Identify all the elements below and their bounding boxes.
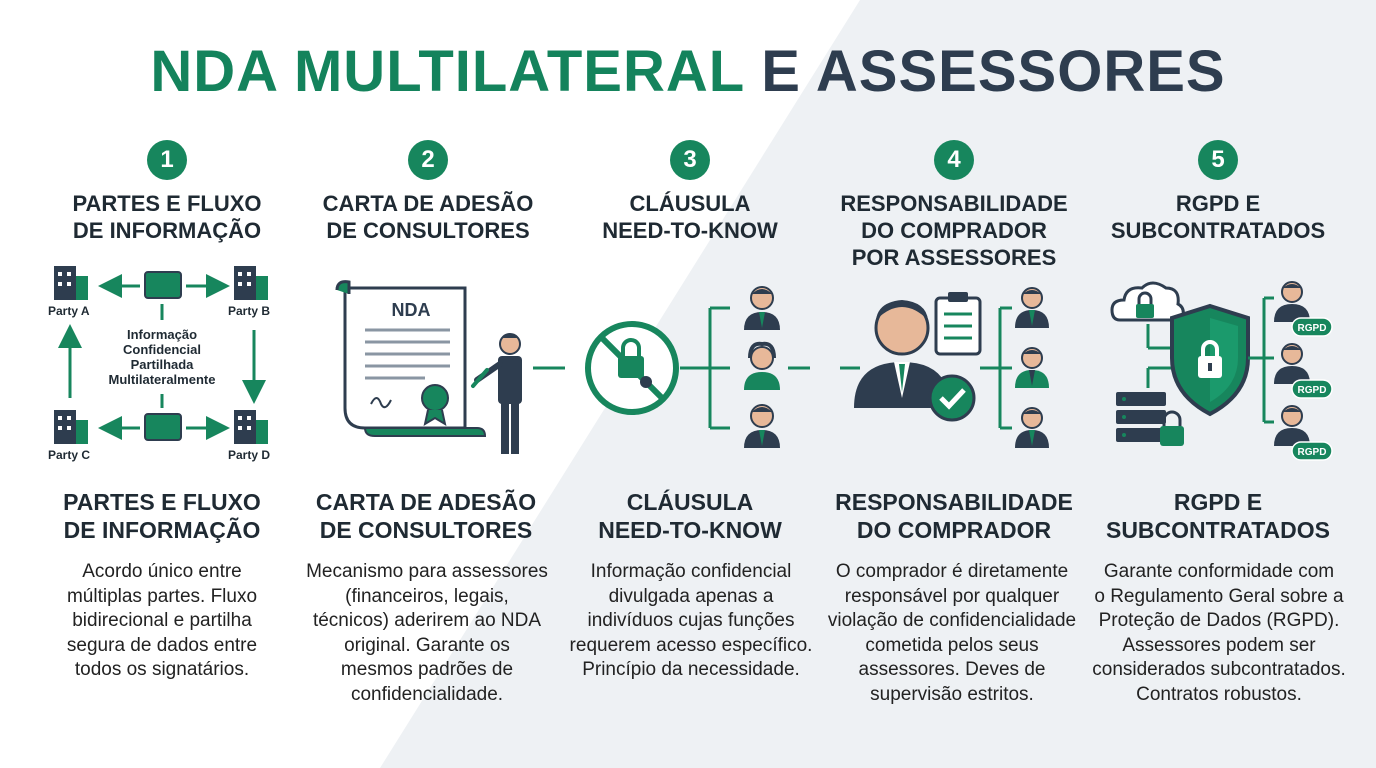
nda-document-icon: NDA xyxy=(335,280,487,437)
building-icon xyxy=(54,266,88,300)
step-3-description: Informação confidencial divulgada apenas… xyxy=(569,561,813,680)
center-label-line: Multilateralmente xyxy=(109,372,216,387)
step-3-subheading: CLÁUSULA NEED-TO-KNOW xyxy=(598,489,782,543)
step-heading: RESPONSABILIDADE DO COMPRADOR POR ASSESS… xyxy=(840,191,1068,270)
document-icon xyxy=(144,271,182,299)
center-label-line: Informação xyxy=(127,327,197,342)
step-1-description: Acordo único entre múltiplas partes. Flu… xyxy=(66,561,258,680)
building-icon xyxy=(234,266,268,300)
gdpr-illustration: RGPD RGPD RGPD xyxy=(1110,281,1333,461)
checkmark-icon xyxy=(928,374,976,422)
step-2-subheading: CARTA DE ADESÃO DE CONSULTORES xyxy=(315,489,537,543)
need-to-know-illustration xyxy=(585,286,810,448)
step-5-description: Garante conformidade com o Regulamento G… xyxy=(1092,561,1346,705)
subcontractor-person-icon: RGPD xyxy=(1274,343,1333,399)
step-number: 2 xyxy=(408,140,448,180)
step-4-subheading: RESPONSABILIDADE DO COMPRADOR xyxy=(835,489,1073,543)
step-4-header: 4 RESPONSABILIDADE DO COMPRADOR POR ASSE… xyxy=(829,140,1079,271)
step-4-description: O comprador é diretamente responsável po… xyxy=(827,561,1077,705)
advisor-person-icon xyxy=(1015,287,1049,328)
step-number: 5 xyxy=(1198,140,1238,180)
party-d-label: Party D xyxy=(228,448,270,462)
buyer-person-icon xyxy=(854,300,950,408)
rgpd-badge: RGPD xyxy=(1298,447,1327,458)
person-signing-icon xyxy=(471,333,522,454)
parties-flow-diagram: Party A Party B Party C Party D Informaç… xyxy=(48,266,270,462)
person-icon xyxy=(744,341,780,390)
subcontractor-person-icon: RGPD xyxy=(1274,405,1333,461)
step-1-subheading: PARTES E FLUXO DE INFORMAÇÃO xyxy=(63,489,261,543)
center-label-line: Confidencial xyxy=(123,342,201,357)
step-5-subheading: RGPD E SUBCONTRATADOS xyxy=(1105,489,1331,543)
checklist-icon xyxy=(934,292,982,356)
center-label-line: Partilhada xyxy=(131,357,195,372)
document-icon xyxy=(144,413,182,441)
step-2-header: 2 CARTA DE ADESÃO DE CONSULTORES xyxy=(303,140,553,244)
title-part1: NDA MULTILATERAL xyxy=(150,39,745,104)
step-heading: PARTES E FLUXO DE INFORMAÇÃO xyxy=(72,191,262,243)
restricted-lock-icon xyxy=(585,321,679,415)
advisor-person-icon xyxy=(1015,347,1049,388)
nda-label: NDA xyxy=(392,300,431,320)
step-1-header: 1 PARTES E FLUXO DE INFORMAÇÃO xyxy=(42,140,292,244)
rgpd-badge: RGPD xyxy=(1298,323,1327,334)
step-heading: CARTA DE ADESÃO DE CONSULTORES xyxy=(322,191,534,243)
step-number: 4 xyxy=(934,140,974,180)
step-5-header: 5 RGPD E SUBCONTRATADOS xyxy=(1093,140,1343,244)
step-number: 3 xyxy=(670,140,710,180)
server-lock-icon xyxy=(1116,392,1184,446)
advisor-person-icon xyxy=(1015,407,1049,448)
nda-signing-illustration: NDA xyxy=(335,280,565,454)
shield-lock-icon xyxy=(1170,303,1250,417)
person-icon xyxy=(744,404,780,448)
step-heading: RGPD E SUBCONTRATADOS xyxy=(1110,191,1326,243)
building-icon xyxy=(234,410,268,444)
step-2-description: Mecanismo para assessores (financeiros, … xyxy=(306,561,548,705)
party-a-label: Party A xyxy=(48,304,90,318)
building-icon xyxy=(54,410,88,444)
subcontractor-person-icon: RGPD xyxy=(1274,281,1333,337)
buyer-responsibility-illustration xyxy=(840,287,1049,448)
page-title: NDA MULTILATERAL E ASSESSORES xyxy=(0,38,1376,105)
person-icon xyxy=(744,286,780,330)
step-heading: CLÁUSULA NEED-TO-KNOW xyxy=(602,191,778,243)
cloud-lock-icon xyxy=(1110,281,1185,322)
party-c-label: Party C xyxy=(48,448,90,462)
rgpd-badge: RGPD xyxy=(1298,385,1327,396)
step-number: 1 xyxy=(147,140,187,180)
title-part2: E ASSESSORES xyxy=(761,39,1226,104)
party-b-label: Party B xyxy=(228,304,270,318)
step-3-header: 3 CLÁUSULA NEED-TO-KNOW xyxy=(565,140,815,244)
